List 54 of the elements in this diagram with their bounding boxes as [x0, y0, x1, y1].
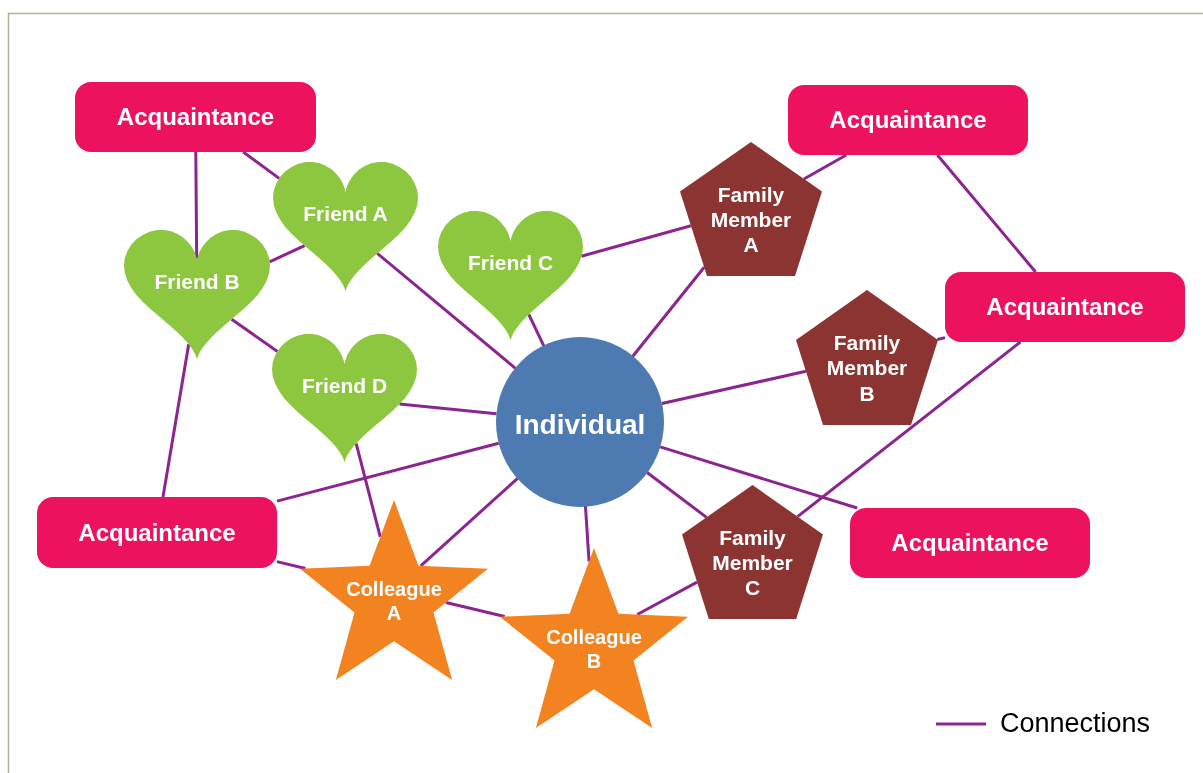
pentagon-node: [796, 290, 938, 425]
node-label: Acquaintance: [985, 292, 1145, 322]
node-label: Acquaintance: [828, 105, 988, 135]
node-label: Family Member C: [711, 524, 794, 601]
rounded-rectangle-node: [37, 497, 277, 568]
connection-line: [194, 152, 199, 259]
connection-line: [230, 318, 279, 353]
node-label: Individual: [513, 408, 647, 443]
connection-line: [376, 252, 517, 370]
connection-line: [527, 313, 546, 347]
node-label: Family Member B: [825, 330, 909, 407]
rounded-rectangle-node: [788, 85, 1028, 155]
node-label: Colleague A: [345, 576, 443, 625]
rounded-rectangle-node: [850, 508, 1090, 578]
pentagon-node: [680, 142, 822, 276]
rounded-rectangle-node: [945, 272, 1185, 342]
connection-line: [803, 153, 847, 181]
heart-node: [272, 334, 417, 463]
connection-line: [161, 344, 191, 498]
node-label: Acquaintance: [115, 102, 276, 132]
heart-node: [124, 230, 270, 360]
node-label: Friend A: [302, 201, 389, 227]
connection-line: [636, 580, 698, 616]
pentagon-node: [682, 485, 823, 619]
node-label: Friend B: [153, 269, 241, 295]
node-label: Family Member A: [709, 181, 793, 258]
heart-node: [438, 211, 583, 341]
connection-line: [276, 441, 500, 503]
legend-label: Connections: [1000, 707, 1151, 740]
connection-line: [936, 154, 1037, 273]
connection-line: [661, 369, 807, 406]
connection-line: [659, 445, 858, 510]
node-label: Friend D: [300, 373, 389, 399]
star-node: [500, 548, 688, 728]
connection-line: [354, 443, 382, 538]
connection-line: [631, 266, 706, 358]
star-node: [300, 500, 488, 680]
connection-line: [276, 560, 306, 570]
connection-line: [242, 150, 281, 180]
connection-line: [937, 336, 946, 341]
heart-node: [273, 162, 418, 292]
rounded-rectangle-node: [75, 82, 316, 152]
node-label: Acquaintance: [890, 528, 1050, 558]
node-label: Colleague B: [545, 624, 643, 673]
connection-line: [268, 244, 306, 264]
connection-line: [583, 505, 591, 562]
connection-line: [399, 402, 497, 416]
node-label: Friend C: [466, 250, 555, 276]
connection-line: [419, 477, 519, 567]
connection-line: [646, 471, 708, 519]
connection-line: [581, 224, 692, 258]
node-label: Acquaintance: [77, 518, 237, 547]
connection-line: [445, 601, 505, 618]
connection-line: [796, 340, 1022, 518]
